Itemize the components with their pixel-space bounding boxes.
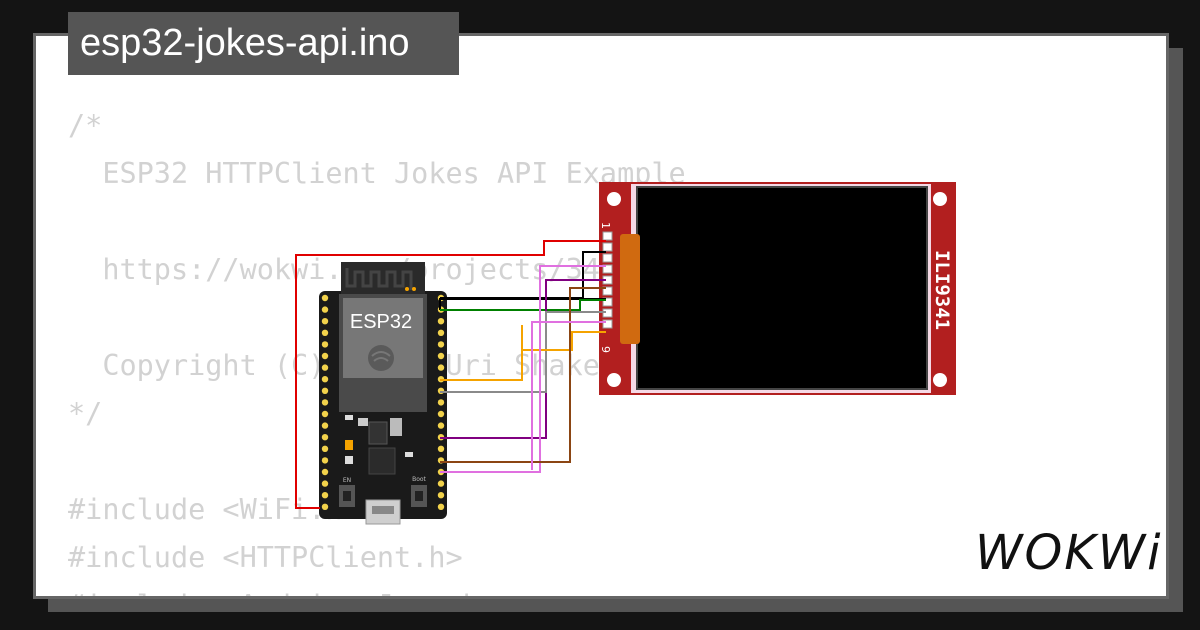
header-pin <box>437 329 445 336</box>
code-line: ESP32 HTTPClient Jokes API Example <box>68 157 686 190</box>
header-pin <box>321 294 329 302</box>
header-pin <box>321 434 329 441</box>
code-line: */ <box>68 397 103 430</box>
code-preview: /* ESP32 HTTPClient Jokes API Example ht… <box>68 102 874 596</box>
led-icon <box>405 287 409 291</box>
header-pin <box>321 329 329 336</box>
display-pin-9-label: 9 <box>599 346 612 353</box>
display-pin <box>602 242 613 252</box>
wokwi-logo: WOKWi <box>975 525 1163 581</box>
code-line: #include <WiFi.h> <box>68 493 360 526</box>
header-pin <box>437 410 445 418</box>
mount-hole <box>933 192 947 206</box>
esp32-board[interactable]: ESP32 EN Boot <box>319 262 447 525</box>
header-pin <box>321 503 329 510</box>
header-pin <box>437 480 445 487</box>
header-pin <box>321 352 329 360</box>
code-line: #include <Arduino_Json.h> <box>68 582 874 596</box>
esp32-label: ESP32 <box>350 311 412 333</box>
display-flex-connector <box>620 234 640 344</box>
header-pin <box>321 341 329 348</box>
display-pin-1-label: 1 <box>599 222 612 229</box>
wire-gnd-2 <box>439 298 606 310</box>
display-pin <box>602 231 613 241</box>
header-pin <box>437 422 445 429</box>
regulator-chip <box>368 421 388 445</box>
code-line: #include <HTTPClient.h> <box>68 541 463 574</box>
wire-vcc[interactable] <box>295 240 606 509</box>
header-pin <box>321 387 329 394</box>
boot-label: Boot <box>412 476 426 483</box>
header-pin <box>321 422 329 429</box>
header-pin <box>437 492 445 499</box>
header-pin <box>321 492 329 499</box>
code-line: /* <box>68 109 103 142</box>
micro-usb-slot <box>372 506 394 514</box>
project-title: esp32-jokes-api.ino <box>68 12 459 75</box>
header-pin <box>437 364 445 371</box>
display-pin <box>602 319 613 329</box>
boot-button-cap <box>415 491 423 501</box>
mount-hole <box>933 373 947 387</box>
wire-mosi[interactable] <box>440 325 606 381</box>
header-pin <box>321 445 329 452</box>
mount-hole <box>607 373 621 387</box>
usb-uart-chip <box>368 447 396 475</box>
ili9341-display[interactable]: ILI9341 1 9 <box>599 182 956 395</box>
smd-component <box>345 456 353 464</box>
esp32-left-pin-header <box>321 294 329 510</box>
wire-miso[interactable] <box>531 321 606 470</box>
wire-rst[interactable] <box>440 311 606 393</box>
header-pin <box>321 399 329 406</box>
header-pin <box>437 352 445 360</box>
display-pin <box>602 297 613 307</box>
led-icon <box>412 287 416 291</box>
header-pin <box>321 318 329 325</box>
header-pin <box>321 376 329 383</box>
header-pin <box>437 399 445 406</box>
smd-component <box>390 418 402 436</box>
display-pin <box>602 264 613 274</box>
header-pin <box>321 457 329 464</box>
en-button-cap <box>343 491 351 501</box>
smd-component <box>358 418 368 426</box>
wire-cs[interactable] <box>440 299 606 311</box>
header-pin <box>437 445 445 452</box>
en-label: EN <box>343 477 351 484</box>
wire-sck[interactable] <box>440 265 606 473</box>
header-pin <box>321 410 329 418</box>
header-pin <box>437 318 445 325</box>
wires <box>295 240 606 509</box>
wire-led[interactable] <box>440 287 606 463</box>
mount-hole <box>607 192 621 206</box>
espressif-logo-mark <box>371 351 391 362</box>
smd-component <box>345 440 353 450</box>
display-pin-header <box>602 231 613 329</box>
header-pin <box>437 503 445 510</box>
header-pin <box>321 468 329 476</box>
display-pin <box>602 286 613 296</box>
header-pin <box>321 306 329 313</box>
display-model-label: ILI9341 <box>931 250 953 330</box>
header-pin <box>437 387 445 394</box>
antenna-trace <box>345 268 413 290</box>
header-pin <box>321 364 329 371</box>
header-pin <box>321 480 329 487</box>
header-pin <box>437 341 445 348</box>
smd-component <box>345 415 353 420</box>
wire-gnd[interactable] <box>440 251 606 299</box>
smd-component <box>405 452 413 457</box>
display-screen <box>636 186 928 390</box>
display-pin <box>602 253 613 263</box>
